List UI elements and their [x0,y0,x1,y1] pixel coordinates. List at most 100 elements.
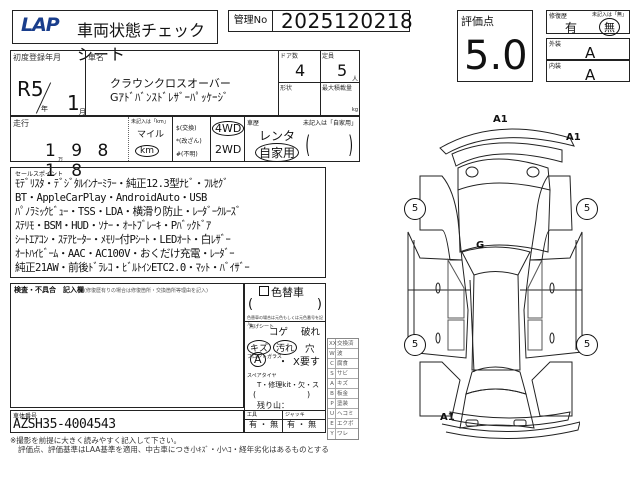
cond-hole: 穴 [305,344,315,355]
jack-value: 有 ・ 無 [287,420,317,429]
drive-2wd: 2WD [215,143,242,156]
management-number: 管理No 2025120218 [228,9,413,33]
grade-value: 5.0 [464,33,528,79]
grade-box: 評価点 5.0 [457,10,533,82]
legend-text: ヘコミ [337,411,354,417]
capacity-unit: 人 [351,76,358,83]
rear-bumper-icon [441,411,580,439]
chassis-label: 車体番号 [13,413,38,420]
legend-text: 波 [337,351,343,357]
damage-mark-rear-bumper: A1 [440,412,455,423]
paren-close: ) [316,297,322,312]
windshield-a-circled: A [250,352,266,367]
legend-code: XX [329,339,337,349]
legend-code: A [329,379,336,389]
damage-mark-front-bumper: A1 [493,114,508,125]
management-number-label: 管理No [229,11,273,31]
drive-type-cell: 4WD 2WD [211,117,245,161]
sales-point-line: ﾊﾟﾉﾗﾐｯｸﾋﾞｭｰ・TSS・LDA・横滑り防止・ﾚｰﾀﾞｰｸﾙｰｽﾞ [15,206,241,218]
doors-value: 4 [295,61,306,80]
car-name-line1: クラウンクロスオーバー [110,77,231,90]
max-load-cell: 最大積載量 kg [321,83,359,115]
month-unit: 月 [79,108,86,116]
tire-front-left: 5 [404,198,426,220]
cond-burn: コゲ [269,327,289,338]
usage-label: 車歴 [247,120,260,127]
sales-point-line: 純正21AW・前後ﾄﾞﾗﾚｺ・ﾋﾞﾙﾄｲﾝETC2.0・ﾏｯﾄ・ﾊﾞｲｻﾞｰ [15,262,250,274]
condition-panel: 色替車 ( ) 色替車の場合は元色もしくは元色番号を記入 焦げシート コゲ 破れ… [244,283,326,420]
shape-label: 形状 [280,85,293,92]
capacity-value: 5 [337,61,348,80]
mileage-value: 1 9 8 1 8 [45,141,114,181]
mileage-man-unit: 万 [58,157,64,163]
sales-point-line: ｵｰﾄﾊｲﾋﾞｰﾑ・AAC・AC100V・おくだけ充電・ﾚｰﾀﾞｰ [15,248,235,260]
car-name-cell: 車名 クラウンクロスオーバー Gｱﾄﾞﾊﾞﾝｽﾄﾞﾚｻﾞｰﾊﾟｯｹｰｼﾞ [86,51,279,115]
usage-cell: 車歴 未記入は「自家用」 レンタ 自家用 ( ) [245,117,359,162]
doors-cell: ドア数 4 [279,51,321,83]
capacity-label: 定員 [322,53,335,60]
usage-private-circled: 自家用 [255,143,300,162]
paren-open: ( [305,131,311,159]
car-name-line2: Gｱﾄﾞﾊﾞﾝｽﾄﾞﾚｻﾞｰﾊﾟｯｹｰｼﾞ [110,91,229,104]
sales-points: セールスポイント ﾓﾃﾞﾘｽﾀ・ﾃﾞｼﾞﾀﾙｲﾝﾅｰﾐﾗｰ・純正12.3型ﾅﾋﾞ… [10,167,326,278]
windshield-replace: X要す [293,357,320,368]
legend-code: U [329,409,336,419]
chassis-value: AZSH35-4004543 [13,417,116,432]
unit-km-circled: km [135,145,159,157]
drive-4wd-circled: 4WD [212,121,245,136]
legend-text: 板金 [337,391,349,397]
tire-rear-right: 5 [576,334,598,356]
sheet-header: LAP 車両状態チェックシート [12,10,218,64]
max-load-label: 最大積載量 [322,85,353,92]
sales-points-label: セールスポイント [15,171,64,178]
usage-note: 未記入は「自家用」 [302,120,357,127]
interior-grade: 内装 A [546,60,630,84]
jack-cell: ジャッキ 有 ・ 無 [283,411,325,432]
doors-label: ドア数 [280,53,299,60]
cond-stain-circled: 汚れ [273,340,298,355]
cond-tear: 破れ [301,327,321,338]
symbol-unknown: #(不明) [176,151,198,158]
mileage-label: 走行 [13,119,29,128]
footnote: 評価点、評価基準はLAA基準を適用、中古車につき小ｷｽﾞ・小ﾍｺ・経年劣化はある… [18,445,329,454]
car-damage-diagram: A1 A1 G A1 5 5 5 5 [380,110,610,440]
max-load-unit: kg [351,107,358,113]
legend-text: エクボ [337,421,354,427]
tread-remaining-label: 残り山： [257,401,289,410]
tools-cell: 工具 有 ・ 無 [245,411,283,432]
spare-tire-options: T・修理kit・欠・ス [257,381,320,389]
mileage-row: 走行 1 9 8 1 8 万 未記入は「km」 マイル km $(交換) *(改… [10,116,360,181]
paren-open: ( [248,297,254,312]
vehicle-info-row: 初度登録年月 R5 年 1 月 車名 クラウンクロスオーバー Gｱﾄﾞﾊﾞﾝｽﾄ… [10,50,360,116]
sheet-title: 車両状態チェックシート [77,21,206,64]
exterior-grade: 外装 A [546,38,630,62]
damage-mark-windshield: G [476,240,485,251]
exterior-label: 外装 [549,41,562,48]
sales-point-line: ﾓﾃﾞﾘｽﾀ・ﾃﾞｼﾞﾀﾙｲﾝﾅｰﾐﾗｰ・純正12.3型ﾅﾋﾞ・ﾌﾙｾｸﾞ [15,178,228,190]
repaint-note: 色替車の場合は元色もしくは元色番号を記入 [247,315,323,326]
legend-code: S [329,369,336,379]
legend-code: E [329,419,336,429]
inspection-notes: 検査・不具合 記入欄(修復歴有りの場合は修復箇所・交換箇所等理由を記入) [10,283,244,408]
damage-mark-front-corner: A1 [566,132,581,143]
repair-history: 修復歴 未記入は「無」 有 無 [546,10,630,36]
legend-code: W [329,349,336,359]
exterior-value: A [585,44,596,62]
legend-text: 塗装 [337,401,349,407]
tire-rear-left: 5 [404,334,426,356]
repair-option-yes: 有 [565,21,578,35]
shape-cell: 形状 [279,83,321,115]
symbol-tampered: *(改ざん) [176,138,202,145]
legend-text: 腐食 [337,361,349,367]
grade-label: 評価点 [461,15,494,28]
windshield-sep: ・ [278,357,288,368]
inspection-title: 検査・不具合 記入欄 [14,286,84,294]
year-unit: 年 [41,105,48,113]
repair-history-label: 修復歴 [549,13,568,20]
legend-text: キズ [337,381,349,387]
